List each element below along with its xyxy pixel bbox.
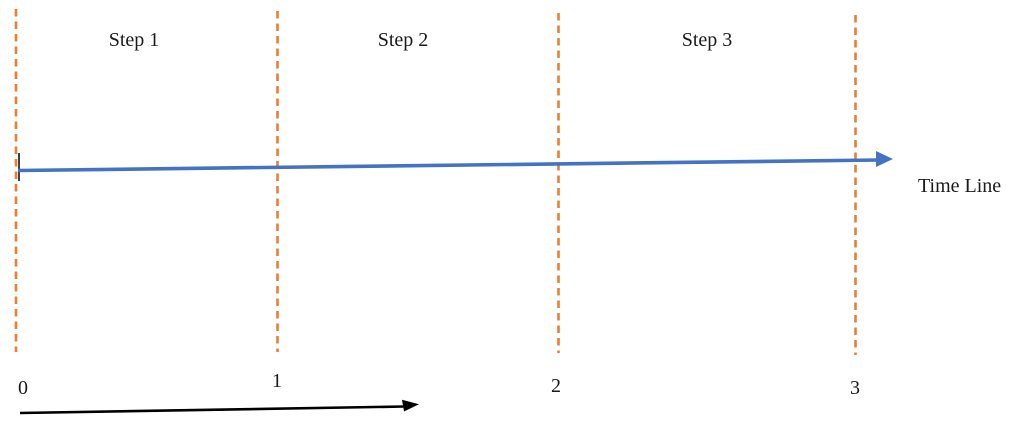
- duration-arrow-shaft: [19, 405, 405, 415]
- timeline-arrowhead-icon: [876, 151, 893, 167]
- step-label-2: Step 2: [377, 29, 429, 51]
- step-label-1: Step 1: [108, 29, 160, 51]
- timeline-arrow-shaft: [17, 158, 880, 173]
- tick-label-1: 1: [272, 370, 282, 392]
- step-label-3: Step 3: [681, 29, 733, 51]
- timeline-caption: Time Line: [918, 175, 1002, 197]
- tick-label-0: 0: [18, 377, 28, 399]
- tick-label-2: 2: [551, 375, 561, 397]
- duration-arrowhead-icon: [402, 399, 419, 412]
- tick-label-3: 3: [850, 377, 860, 399]
